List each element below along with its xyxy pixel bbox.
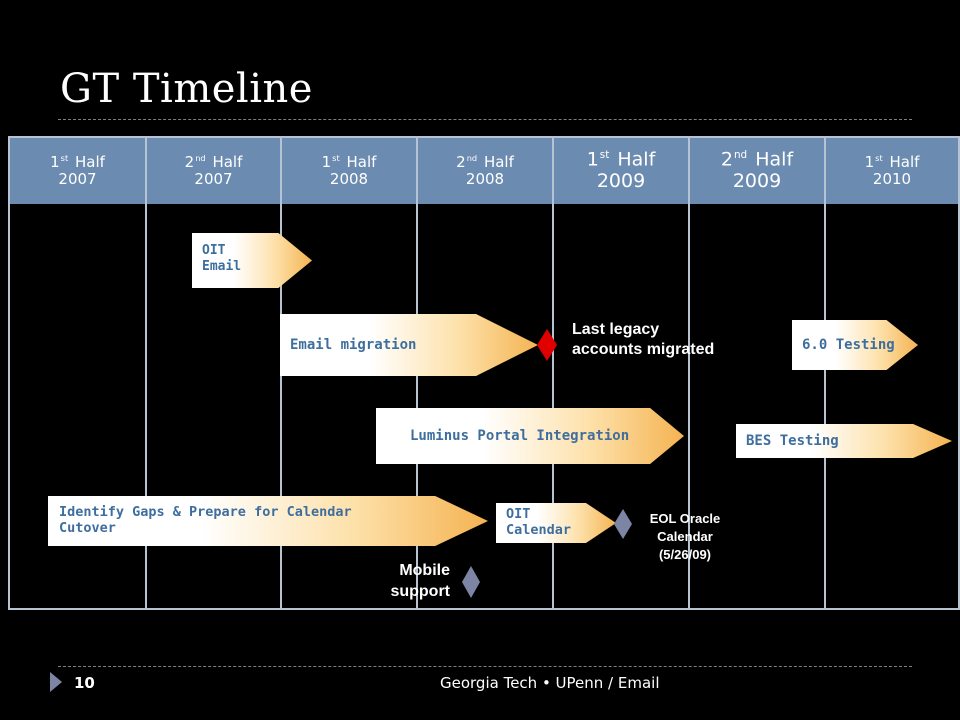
task-label: Email migration	[290, 337, 417, 353]
column-header-2nd-half-2008: 2nd Half 2008	[456, 152, 514, 188]
column-divider	[145, 138, 147, 608]
column-header-1st-half-2009: 1st Half 2009	[586, 148, 656, 193]
column-divider	[688, 138, 690, 608]
milestone-eol-diamond-icon	[614, 509, 632, 539]
column-divider	[824, 138, 826, 608]
milestone-mobile-label: Mobile support	[390, 562, 450, 600]
milestone-legacy-label: Last legacy accounts migrated	[572, 321, 715, 358]
page-number: 10	[74, 674, 95, 692]
task-luminus-portal-integration: Luminus Portal Integration	[376, 408, 684, 464]
column-divider	[552, 138, 554, 608]
milestone-legacy-diamond-icon	[537, 329, 557, 361]
task-label: Identify Gaps & Prepare for Calendar Cut…	[59, 504, 352, 537]
task-label: BES Testing	[746, 433, 839, 449]
column-header-1st-half-2007: 1st Half 2007	[50, 152, 105, 188]
column-header-2nd-half-2007: 2nd Half 2007	[184, 152, 243, 188]
column-header-1st-half-2010: 1st Half 2010	[864, 152, 920, 188]
task-label: OIT Email	[202, 243, 242, 274]
task-oit-calendar: OIT Calendar	[496, 503, 616, 543]
milestone-eol-label: EOL Oracle Calendar (5/26/09)	[649, 511, 721, 562]
task-bes-testing: BES Testing	[736, 424, 952, 458]
footer-text: Georgia Tech • UPenn / Email	[440, 674, 660, 692]
column-header-2nd-half-2009: 2nd Half 2009	[720, 148, 794, 193]
task-label: 6.0 Testing	[802, 337, 895, 353]
milestone-mobile-diamond-icon	[462, 566, 480, 598]
column-header-1st-half-2008: 1st Half 2008	[321, 152, 377, 188]
title-divider	[58, 119, 912, 120]
footer-marker-icon	[50, 672, 62, 692]
task-label: Luminus Portal Integration	[410, 428, 630, 444]
task-identify-gaps-calendar-cutover: Identify Gaps & Prepare for Calendar Cut…	[48, 496, 488, 546]
timeline-header-row	[10, 138, 958, 204]
slide-title: GT Timeline	[60, 66, 313, 112]
footer-divider	[58, 666, 912, 667]
task-6-0-testing: 6.0 Testing	[792, 320, 918, 370]
task-email-migration: Email migration	[280, 314, 538, 376]
task-label: OIT Calendar	[506, 506, 572, 539]
